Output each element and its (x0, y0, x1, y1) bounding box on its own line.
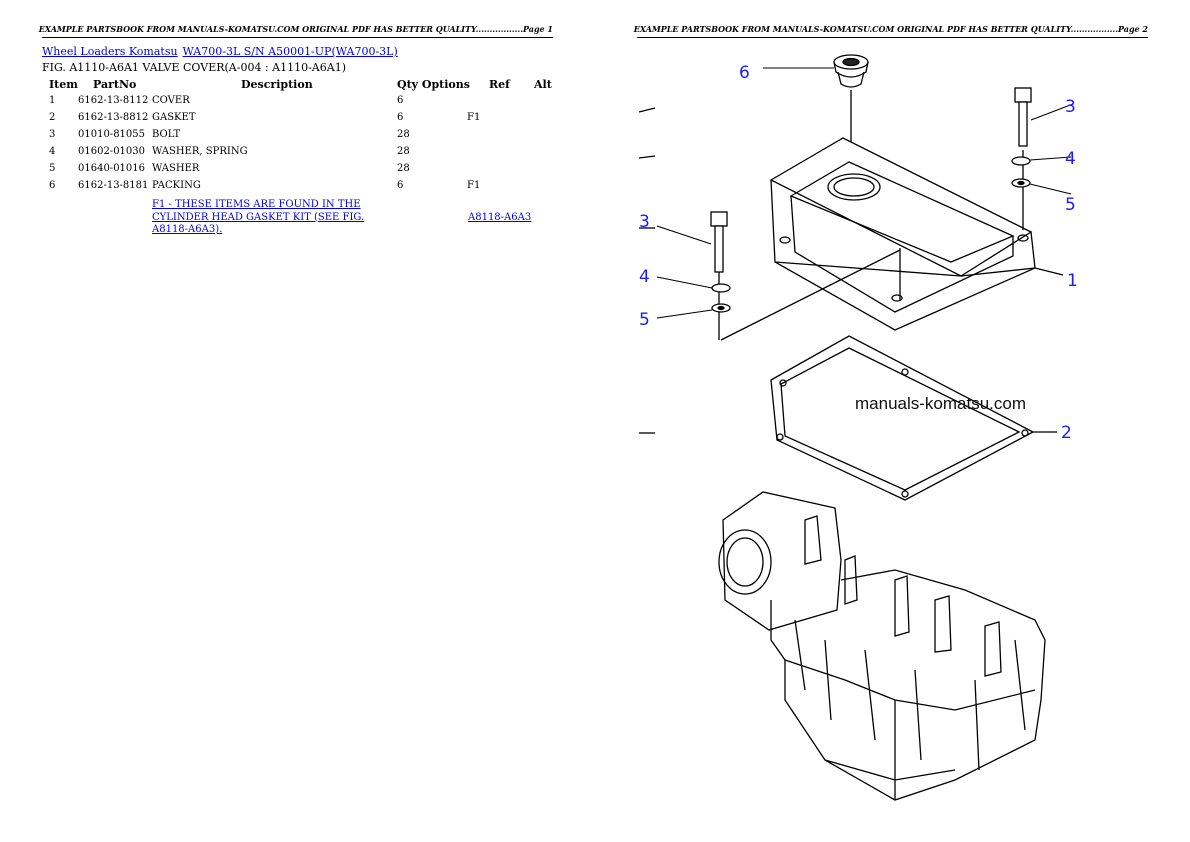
cell-partno: 01010-81055 (78, 129, 146, 140)
callout-2: 2 (1061, 423, 1072, 443)
footnote-ref-link[interactable]: A8118-A6A3 (468, 212, 532, 223)
callout-1: 1 (1067, 271, 1078, 291)
table-row: 5 01640-01016 WASHER 28 (42, 163, 557, 180)
callout-leaders (656, 67, 1074, 319)
cell-ref: F1 (467, 180, 481, 191)
washer-left (711, 303, 731, 313)
callout-4-left: 4 (639, 267, 650, 287)
cell-description: BOLT (152, 129, 181, 140)
header-divider (42, 37, 553, 38)
table-row: 6 6162-13-8181 PACKING 6 F1 (42, 180, 557, 197)
col-header-partno: PartNo (93, 78, 137, 91)
col-header-qty-options: Qty Options (397, 78, 470, 91)
watermark-text: manuals-komatsu.com (855, 394, 1026, 413)
col-header-ref: Ref (489, 78, 510, 91)
cell-qty: 28 (397, 163, 410, 174)
cell-description: COVER (152, 95, 190, 106)
page-header: EXAMPLE PARTSBOOK FROM MANUALS-KOMATSU.C… (38, 24, 553, 34)
cell-description: WASHER (152, 163, 200, 174)
cell-partno: 6162-13-8812 (78, 112, 149, 123)
callout-labels: 6 3 4 5 3 4 5 1 2 manuals-komatsu.com (639, 63, 1078, 443)
cell-item: 4 (49, 146, 56, 157)
cylinder-head-part (718, 491, 1046, 801)
cell-item: 1 (49, 95, 56, 106)
cell-partno: 01640-01016 (78, 163, 146, 174)
table-header-row: Item PartNo Description Qty Options Ref … (42, 78, 557, 95)
callout-4-right: 4 (1065, 149, 1076, 169)
breadcrumb: Wheel Loaders Komatsu WA700-3L S/N A50001… (42, 45, 398, 58)
callout-6: 6 (739, 63, 750, 83)
page-header: EXAMPLE PARTSBOOK FROM MANUALS-KOMATSU.C… (633, 24, 1148, 34)
col-header-description: Description (241, 78, 313, 91)
callout-3-right: 3 (1065, 97, 1076, 117)
cell-partno: 6162-13-8112 (78, 95, 149, 106)
cell-description: GASKET (152, 112, 196, 123)
spring-washer-left (711, 283, 731, 293)
edge-marks (638, 107, 656, 434)
spring-washer-right (1011, 156, 1031, 166)
col-header-alt: Alt (534, 78, 552, 91)
valve-cover-part (769, 137, 1064, 331)
footnote-link[interactable]: F1 - THESE ITEMS ARE FOUND IN THE CYLIND… (152, 199, 365, 235)
exploded-parts-diagram: 6 3 4 5 3 4 5 1 2 manuals-komatsu.com (638, 54, 1078, 801)
cell-partno: 01602-01030 (78, 146, 146, 157)
cell-qty: 28 (397, 129, 410, 140)
cell-item: 2 (49, 112, 56, 123)
parts-table: Item PartNo Description Qty Options Ref … (42, 78, 557, 197)
cell-ref: F1 (467, 112, 481, 123)
washer-right (1011, 178, 1031, 188)
callout-5-left: 5 (639, 310, 650, 330)
cell-item: 6 (49, 180, 56, 191)
parts-list-page: EXAMPLE PARTSBOOK FROM MANUALS-KOMATSU.C… (38, 24, 557, 235)
table-row: 4 01602-01030 WASHER, SPRING 28 (42, 146, 557, 163)
col-header-item: Item (49, 78, 78, 91)
table-row: 3 01010-81055 BOLT 28 (42, 129, 557, 146)
gasket-part (770, 335, 1057, 501)
cell-description: WASHER, SPRING (152, 146, 248, 157)
cell-item: 5 (49, 163, 56, 174)
cell-description: PACKING (152, 180, 201, 191)
breadcrumb-link-category[interactable]: Wheel Loaders Komatsu (42, 45, 178, 58)
cell-qty: 6 (397, 95, 404, 106)
figure-title: FIG. A1110-A6A1 VALVE COVER(A-004 : A111… (42, 61, 346, 74)
cell-qty: 28 (397, 146, 410, 157)
table-row: 1 6162-13-8112 COVER 6 (42, 95, 557, 112)
cell-item: 3 (49, 129, 56, 140)
table-row: 2 6162-13-8812 GASKET 6 F1 (42, 112, 557, 129)
cell-qty: 6 (397, 180, 404, 191)
breadcrumb-link-model[interactable]: WA700-3L S/N A50001-UP(WA700-3L) (182, 45, 398, 58)
callout-3-left: 3 (639, 212, 650, 232)
header-divider (637, 37, 1148, 38)
cell-partno: 6162-13-8181 (78, 180, 149, 191)
diagram-page: EXAMPLE PARTSBOOK FROM MANUALS-KOMATSU.C… (595, 0, 1190, 842)
callout-5-right: 5 (1065, 195, 1076, 215)
cell-qty: 6 (397, 112, 404, 123)
bolt-left-part (710, 211, 728, 340)
